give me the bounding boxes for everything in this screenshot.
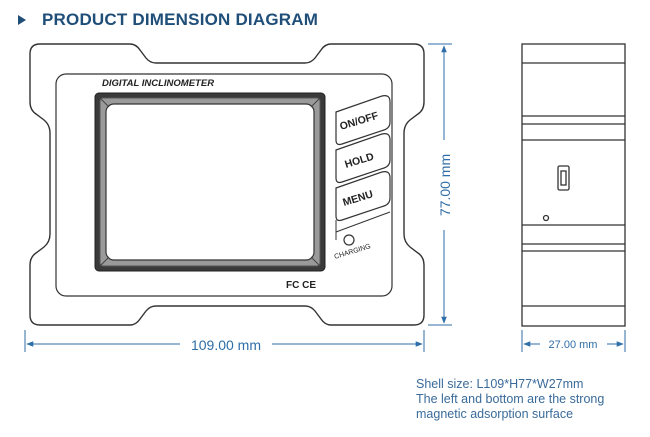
side-view <box>521 43 626 327</box>
length-dimension <box>24 330 425 352</box>
diagram-title: PRODUCT DIMENSION DIAGRAM <box>18 10 318 30</box>
side-body <box>521 43 626 327</box>
diagram-title-text: PRODUCT DIMENSION DIAGRAM <box>42 10 319 29</box>
triangle-bullet-icon <box>18 15 26 25</box>
width-dimension <box>521 330 626 352</box>
on-off-label: ON/OFF <box>338 110 380 133</box>
certification-marks: FC CE <box>286 280 316 291</box>
charging-label: CHARGING <box>334 243 372 261</box>
front-view <box>29 43 425 326</box>
menu-button-shape <box>335 171 391 222</box>
width-value: 27.00 mm <box>549 339 598 351</box>
on-off-button-shape <box>335 95 391 146</box>
height-value: 77.00 mm <box>437 154 453 216</box>
front-inner-panel <box>55 73 393 297</box>
hold-label: HOLD <box>343 151 375 171</box>
charging-led <box>343 234 355 246</box>
shell-size-note: Shell size: L109*H77*W27mm The left and … <box>416 377 604 422</box>
note-line-1: Shell size: L109*H77*W27mm <box>416 377 584 391</box>
note-line-3: magnetic adsorption surface <box>416 407 574 421</box>
hold-button-shape <box>335 133 391 184</box>
side-led <box>542 214 550 222</box>
height-dimension <box>428 43 452 326</box>
front-outer-shell <box>29 43 425 326</box>
note-line-2: The left and bottom are the strong <box>416 392 605 406</box>
length-value: 109.00 mm <box>191 337 261 353</box>
menu-label: MENU <box>341 188 374 209</box>
device-label: DIGITAL INCLINOMETER <box>102 78 214 89</box>
display-screen <box>105 103 315 261</box>
usb-port <box>557 165 570 191</box>
